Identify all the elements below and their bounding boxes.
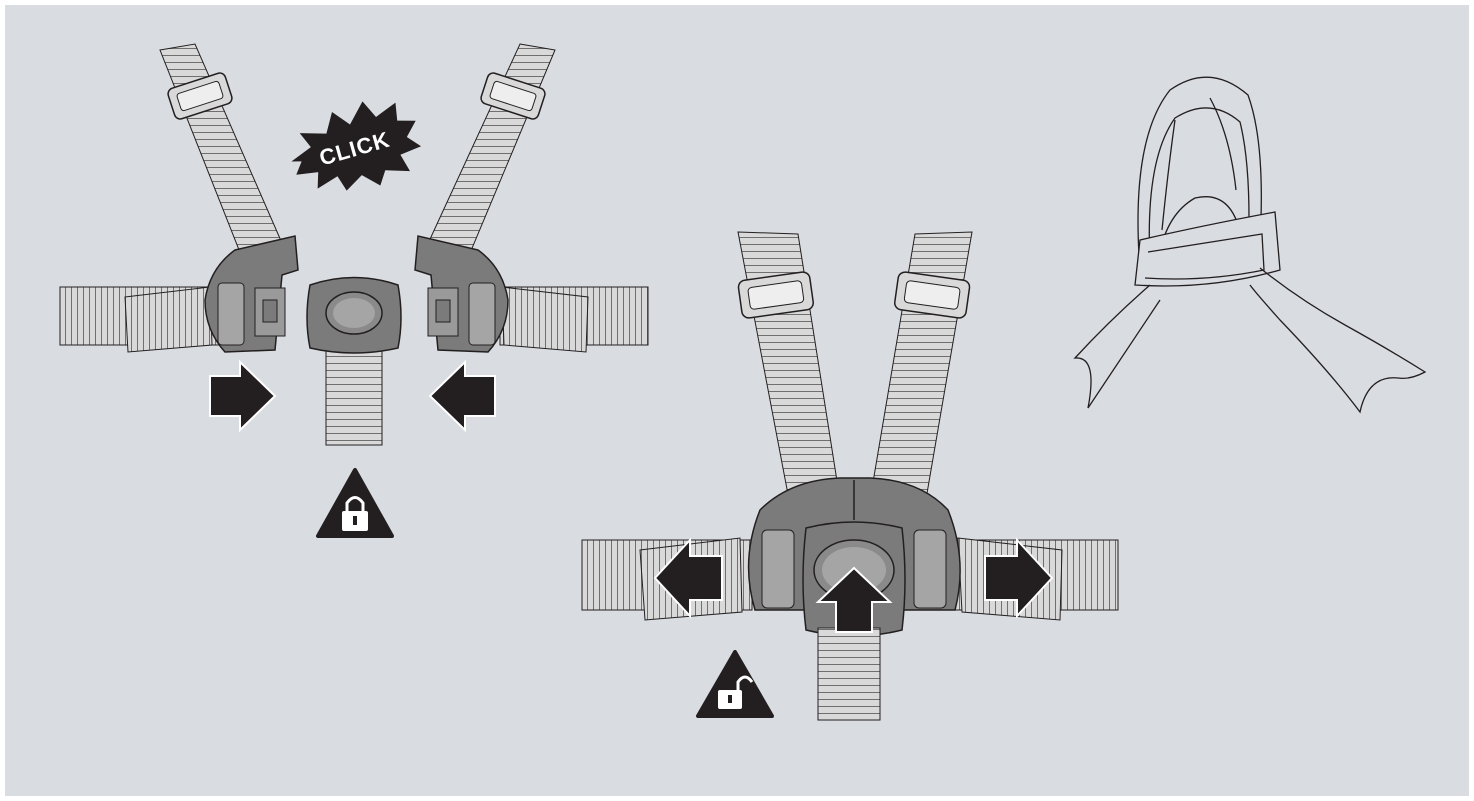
padlock-locked-icon [316, 468, 394, 538]
center-buckle [306, 276, 402, 354]
shoulder-pad-icon [1073, 76, 1427, 414]
strap-adjuster-left [167, 72, 233, 120]
waist-belt-left-flap [124, 286, 213, 353]
strap-adjuster-right [894, 271, 971, 319]
strap-adjuster-right [480, 72, 546, 120]
crotch-strap [325, 344, 383, 446]
crotch-strap [817, 627, 881, 721]
buckle-tongue-right [414, 235, 509, 353]
arrow-right-icon [209, 359, 277, 433]
arrow-right-icon [984, 537, 1054, 619]
lock-panel: CLICK [59, 43, 649, 538]
strap-adjuster-left [737, 271, 814, 319]
buckle-tongue-left [204, 235, 299, 353]
arrow-left-icon [428, 359, 496, 433]
unlock-panel [581, 231, 1119, 721]
arrow-left-icon [653, 537, 723, 619]
click-badge: CLICK [291, 101, 422, 191]
arrow-up-icon [815, 566, 893, 633]
padlock-unlocked-icon [696, 650, 774, 718]
waist-belt-right-flap [501, 286, 589, 353]
